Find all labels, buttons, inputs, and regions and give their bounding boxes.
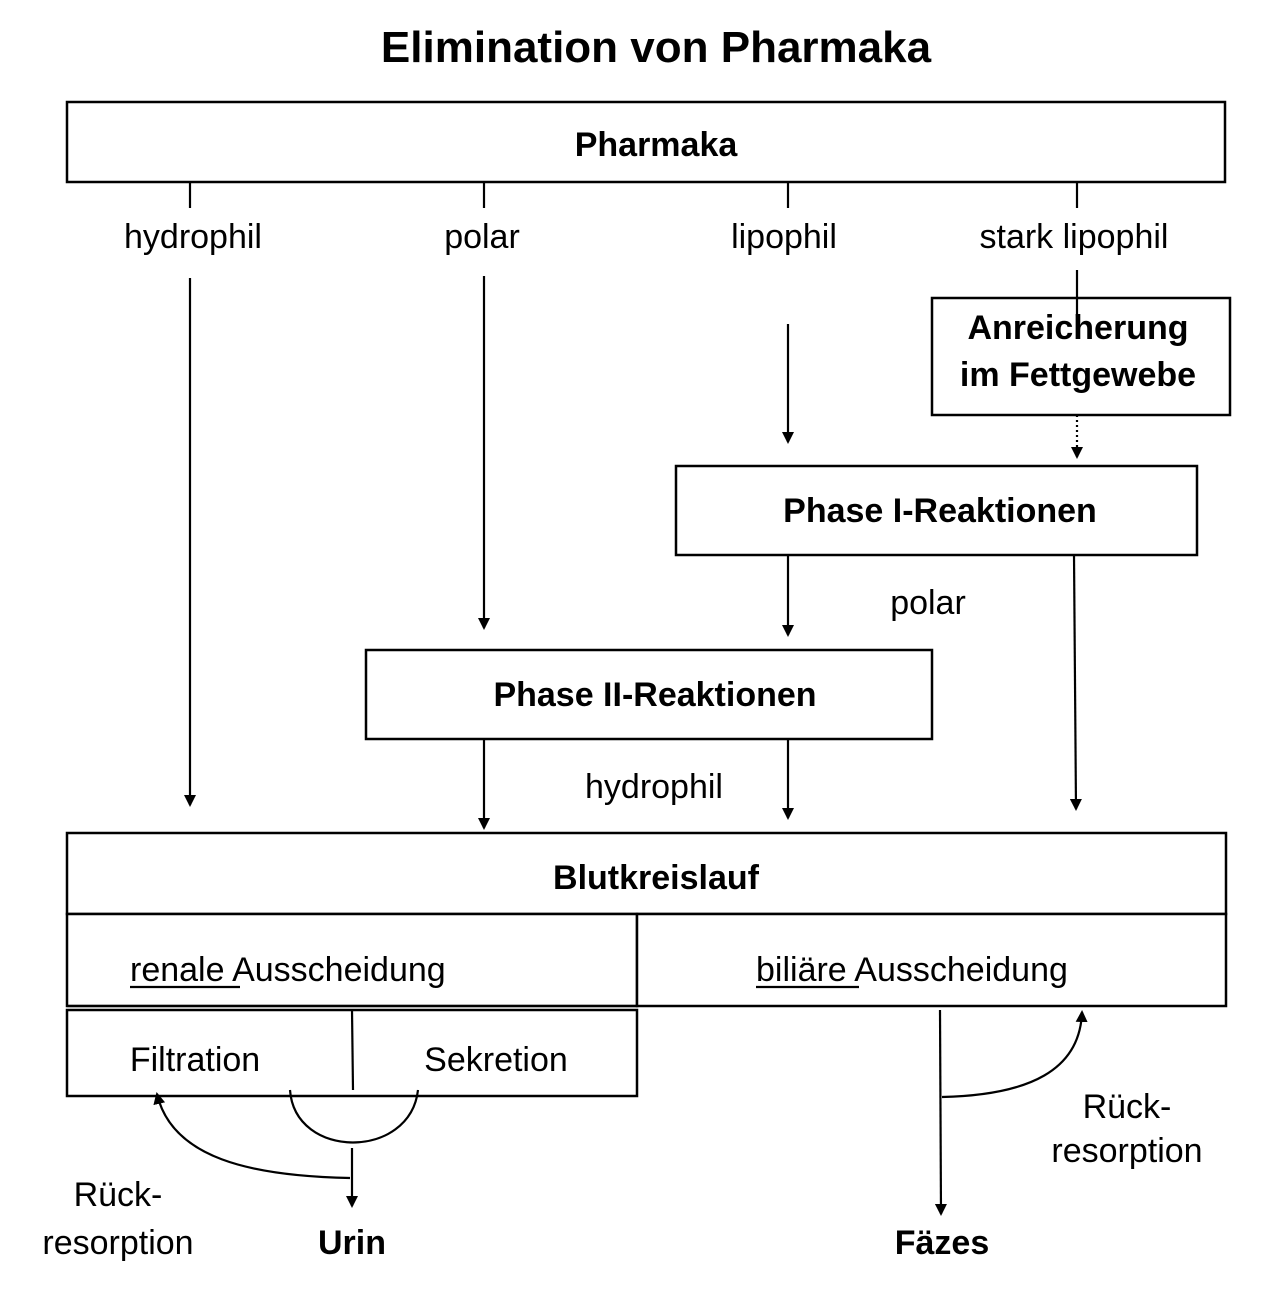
pharmaka-label: Pharmaka xyxy=(575,126,739,164)
phase2-box xyxy=(364,648,934,741)
arrow-phase1-to-blood xyxy=(1069,554,1082,811)
diagram-title: Elimination von Pharmaka xyxy=(381,23,932,72)
filtration-sekretion-divider xyxy=(350,1009,355,1091)
biliary-reabsorption-arrow xyxy=(941,1010,1088,1099)
blutkreislauf-label: Blutkreislauf xyxy=(553,859,760,897)
label-hydrophil-after-phase2: hydrophil xyxy=(585,768,723,806)
urin-label: Urin xyxy=(318,1224,386,1262)
renal-merge-curve xyxy=(288,1089,420,1144)
renal-reabsorption-line2: resorption xyxy=(42,1224,193,1262)
label-polar-after-phase1: polar xyxy=(890,584,966,622)
phase2-label: Phase II-Reaktionen xyxy=(493,676,816,714)
pharmaka-box xyxy=(65,100,1227,184)
renal-reabsorption-line1: Rück- xyxy=(74,1176,163,1214)
anreicherung-box xyxy=(930,296,1232,417)
phase1-label: Phase I-Reaktionen xyxy=(783,492,1097,530)
biliary-reabsorption-line1: Rück- xyxy=(1083,1088,1172,1126)
renal-reabsorption-arrow xyxy=(153,1092,351,1180)
label-polar: polar xyxy=(444,218,520,256)
biliary-reabsorption-line2: resorption xyxy=(1051,1132,1202,1170)
biliary-label: biliäre Ausscheidung xyxy=(756,951,1068,989)
label-stark-lipophil: stark lipophil xyxy=(980,218,1169,256)
arrow-to-faezes xyxy=(934,1009,947,1216)
renal-prefix: renale xyxy=(130,951,225,989)
biliary-suffix: Ausscheidung xyxy=(847,951,1068,989)
anreicherung-label-line1: Anreicherung xyxy=(967,309,1188,347)
faezes-label: Fäzes xyxy=(895,1224,990,1262)
renal-label: renale Ausscheidung xyxy=(130,951,446,989)
sekretion-label: Sekretion xyxy=(424,1041,568,1079)
biliary-box xyxy=(635,912,1228,1008)
label-hydrophil: hydrophil xyxy=(124,218,262,256)
biliary-prefix: biliäre xyxy=(756,951,847,989)
filtration-label: Filtration xyxy=(130,1041,260,1079)
anreicherung-label-line2: im Fettgewebe xyxy=(960,356,1196,394)
renal-suffix: Ausscheidung xyxy=(225,951,446,989)
phase1-box xyxy=(674,464,1199,557)
label-lipophil: lipophil xyxy=(731,218,837,256)
